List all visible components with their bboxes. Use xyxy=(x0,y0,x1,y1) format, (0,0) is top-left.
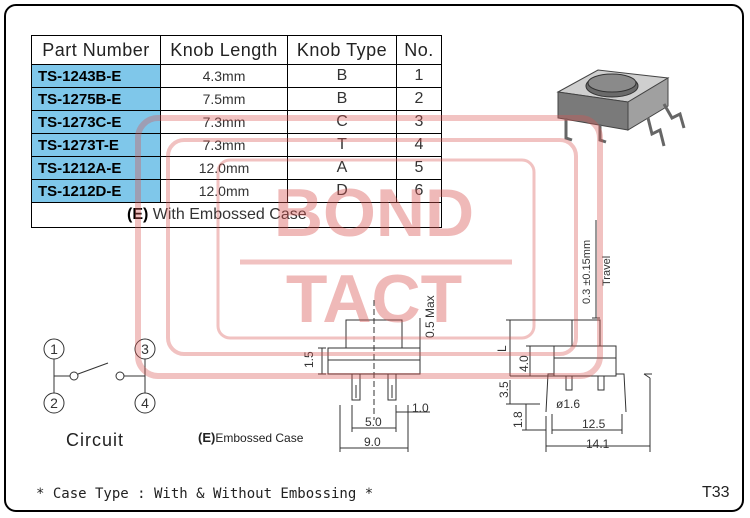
header-knob-length: Knob Length xyxy=(160,35,288,65)
embossed-note-text: With Embossed Case xyxy=(148,206,307,223)
part-number-cell: TS-1212D-E xyxy=(31,179,161,203)
knob-length-cell: 7.5mm xyxy=(160,87,288,111)
part-number-cell: TS-1243B-E xyxy=(31,64,161,88)
knob-length-cell: 4.3mm xyxy=(160,64,288,88)
table-row: TS-1243B-E 4.3mm B 1 xyxy=(31,64,442,88)
embossed-case-code: (E) xyxy=(198,430,216,445)
row-number-cell: 2 xyxy=(396,87,442,111)
terminal-2-label: 2 xyxy=(50,395,58,411)
dim-pin-offset: 1.0 xyxy=(412,401,429,415)
switch-product-image xyxy=(556,69,686,147)
table-note-row: (E) With Embossed Case xyxy=(31,202,442,228)
part-number-cell: TS-1273T-E xyxy=(31,133,161,157)
dim-pitch: 5.0 xyxy=(365,415,382,429)
dim-total-width: 14.1 xyxy=(586,437,610,451)
dim-travel: 0.3 ±0.15mm xyxy=(581,240,593,304)
embossed-note-code: (E) xyxy=(127,206,149,223)
embossed-case-label: (E)Embossed Case xyxy=(198,430,303,445)
knob-type-cell: C xyxy=(287,110,397,134)
dim-travel-label: Travel xyxy=(601,256,613,286)
side-view-right xyxy=(506,220,652,452)
table-row: TS-1273C-E 7.3mm C 3 xyxy=(31,110,442,134)
embossed-case-text: Embossed Case xyxy=(215,431,304,445)
table-row: TS-1212A-E 12.0mm A 5 xyxy=(31,156,442,180)
embossed-note: (E) With Embossed Case xyxy=(31,202,442,228)
table-row: TS-1212D-E 12.0mm D 6 xyxy=(31,179,442,203)
terminal-1-label: 1 xyxy=(50,341,58,357)
knob-length-cell: 7.3mm xyxy=(160,110,288,134)
terminal-4-label: 4 xyxy=(141,395,149,411)
circuit-label: Circuit xyxy=(66,430,125,450)
knob-type-cell: B xyxy=(287,64,397,88)
knob-type-cell: B xyxy=(287,87,397,111)
dim-max-height: 0.5 Max xyxy=(423,295,437,338)
page-code: T33 xyxy=(702,484,730,501)
table-header-row: Part Number Knob Length Knob Type No. xyxy=(31,35,442,65)
circuit-diagram xyxy=(43,338,156,414)
dim-pin-length: 1.8 xyxy=(511,411,525,428)
dim-pin-dia: ø1.6 xyxy=(556,397,580,411)
table-row: TS-1273T-E 7.3mm T 4 xyxy=(31,133,442,157)
dim-pin-span: 12.5 xyxy=(582,417,606,431)
dim-knob-l: L xyxy=(495,345,509,352)
page-frame xyxy=(4,4,744,512)
row-number-cell: 6 xyxy=(396,179,442,203)
side-view-left xyxy=(318,300,430,452)
row-number-cell: 1 xyxy=(396,64,442,88)
table-row: TS-1275B-E 7.5mm B 2 xyxy=(31,87,442,111)
dim-width: 9.0 xyxy=(364,435,381,449)
row-number-cell: 5 xyxy=(396,156,442,180)
dim-height-1: 1.5 xyxy=(302,351,316,368)
case-type-note: * Case Type : With & Without Embossing * xyxy=(36,486,374,502)
part-number-cell: TS-1273C-E xyxy=(31,110,161,134)
spec-table: Part Number Knob Length Knob Type No. TS… xyxy=(31,35,442,228)
dim-body-height: 4.0 xyxy=(517,355,531,372)
terminal-3-label: 3 xyxy=(141,341,149,357)
dim-base-height: 3.5 xyxy=(497,381,511,398)
